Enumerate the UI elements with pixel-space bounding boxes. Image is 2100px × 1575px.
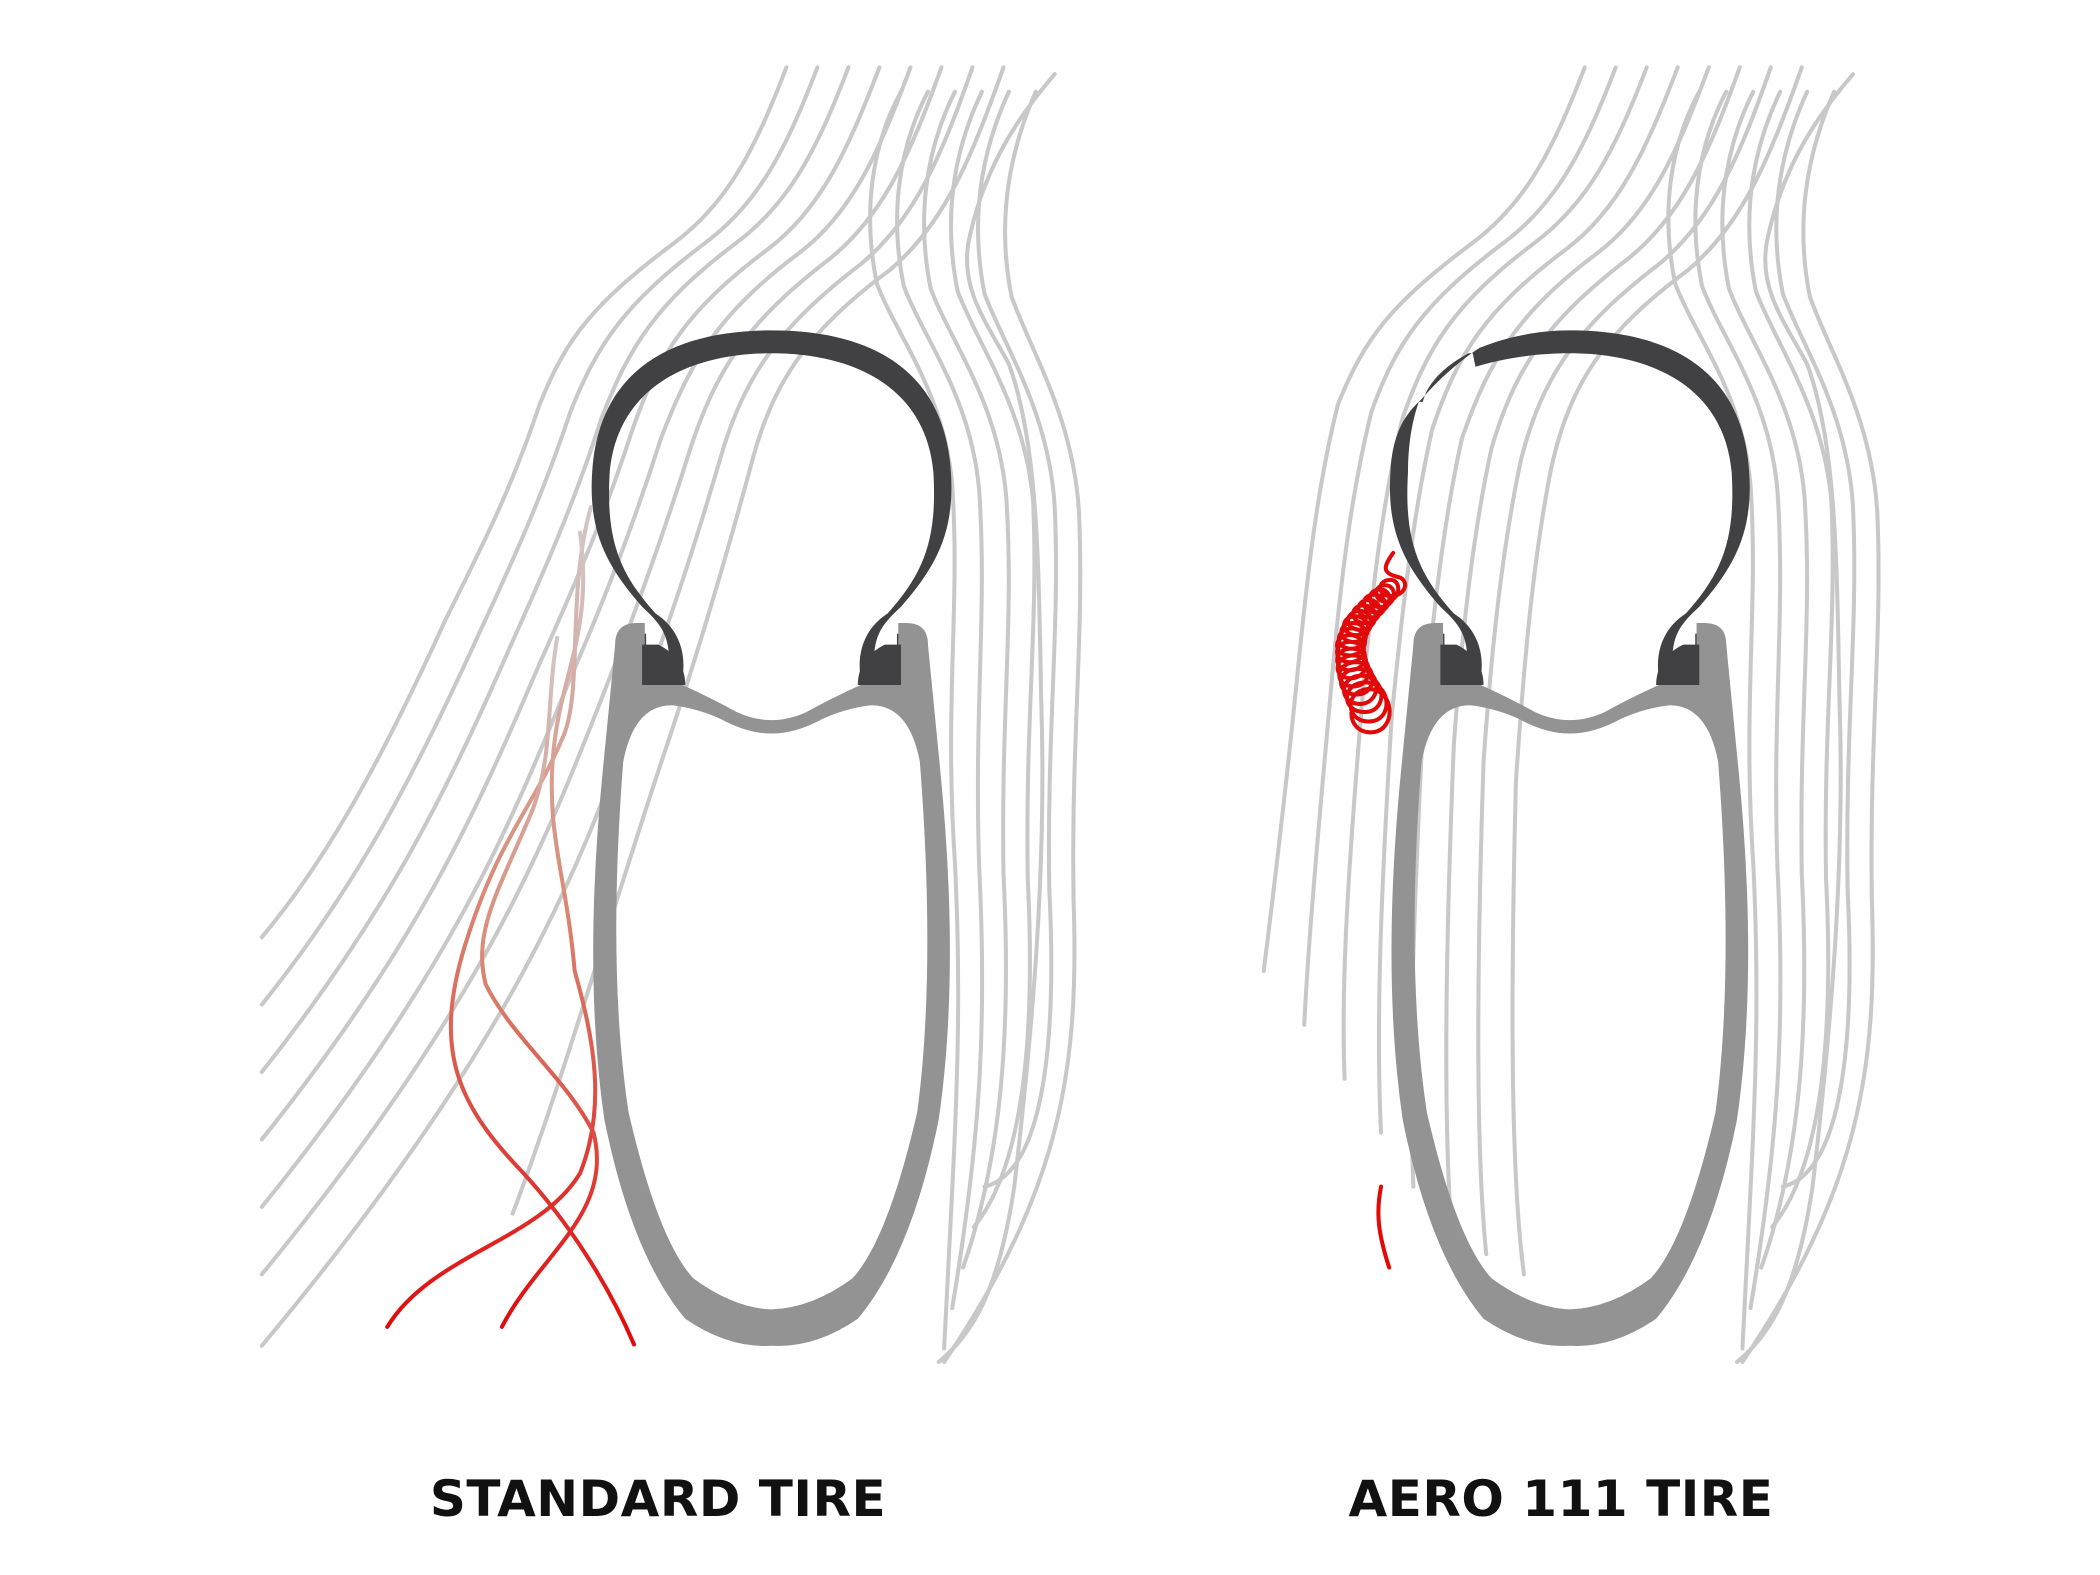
aero-bead-left <box>1440 644 1484 686</box>
aero-tire-panel <box>1261 65 1881 1364</box>
standard-tire-panel <box>259 65 1083 1364</box>
standard-bead-right <box>857 644 901 686</box>
streamlines-left <box>259 65 1006 1348</box>
streamlines-right <box>868 72 1083 1364</box>
aero-tire-casing <box>1389 330 1750 688</box>
standard-tire-label: STANDARD TIRE <box>429 1470 887 1528</box>
standard-rim <box>593 622 950 1346</box>
aero-rim <box>1391 622 1749 1346</box>
aero-bead-right <box>1656 644 1700 686</box>
aero-tire-label: AERO 111 TIRE <box>1348 1470 1774 1528</box>
aero-streamlines-right <box>1666 72 1881 1364</box>
standard-bead-left <box>642 644 686 686</box>
standard-tire-casing <box>591 330 952 688</box>
aero-vortex-wake <box>1335 550 1408 1270</box>
standard-turbulent-wake <box>385 504 637 1347</box>
